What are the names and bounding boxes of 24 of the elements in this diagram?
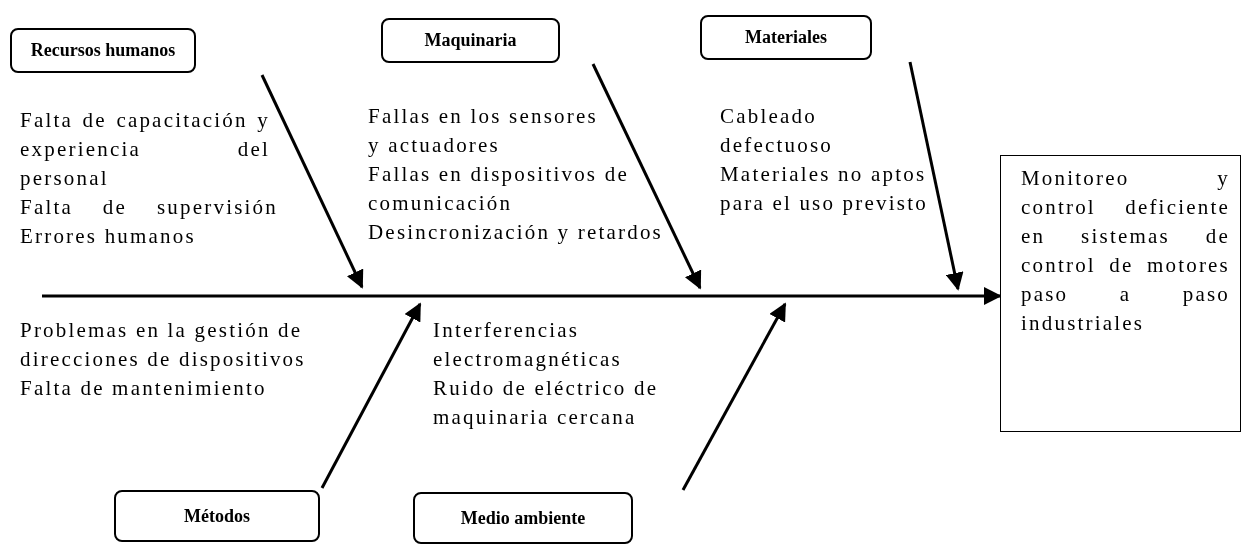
cause-text: Errores humanos xyxy=(20,223,197,250)
category-box: Maquinaria xyxy=(381,18,560,63)
cause-text: Fallas en dispositivos de comunicación xyxy=(368,161,630,217)
cause-text: Falta de capacitación y experiencia del personal xyxy=(20,107,270,192)
cause-text: Interferencias electromagnéticas xyxy=(433,317,623,373)
cause-text: Ruido de eléctrico de maquinaria cercana xyxy=(433,375,660,431)
cause-text: Cableado defectuoso xyxy=(720,103,834,159)
cause-text: Fallas en los sensores y actuadores xyxy=(368,103,599,159)
category-box: Materiales xyxy=(700,15,872,60)
cause-text: Desincronización y retardos xyxy=(368,219,664,246)
cause-text: Problemas en la gestión de direcciones de dispositivos xyxy=(20,317,307,373)
arrow xyxy=(42,287,1002,305)
arrow xyxy=(681,302,787,491)
category-box: Medio ambiente xyxy=(413,492,633,544)
arrow xyxy=(591,63,702,290)
cause-text: Materiales no aptos para el uso previsto xyxy=(720,161,929,217)
arrow xyxy=(260,74,364,289)
cause-text: Falta de supervisión xyxy=(20,194,278,221)
arrow xyxy=(908,61,964,291)
category-box: Recursos humanos xyxy=(10,28,196,73)
arrow xyxy=(320,302,422,489)
cause-text: Falta de mantenimiento xyxy=(20,375,268,402)
category-box: Métodos xyxy=(114,490,320,542)
effect-box: Monitoreo y control deficiente en sistemas de control de motores paso a paso industriales xyxy=(1000,155,1241,432)
